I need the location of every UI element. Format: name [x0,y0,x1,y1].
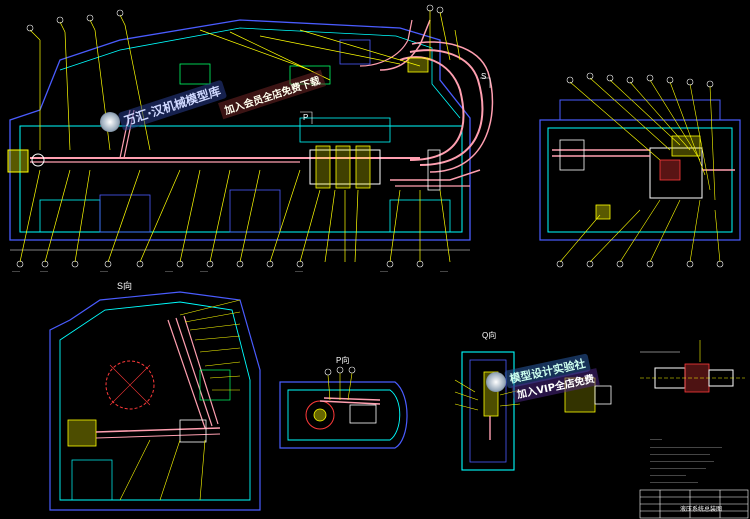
watermark-logo [100,112,120,132]
svg-text:——: —— [12,268,20,273]
svg-text:——: —— [440,268,448,273]
svg-text:——: —— [295,268,303,273]
end-view [539,72,741,268]
s-view-section [49,291,261,511]
p-direction-marker: P [303,113,309,122]
p-view-title: P向 [336,356,350,365]
svg-text:——: —— [100,268,108,273]
title-block-drawing-name: 液压系统总装图 [680,507,723,513]
svg-text:—————————: ————————— [650,472,686,477]
title-block [639,489,749,519]
svg-text:———: ——— [650,436,662,441]
svg-text:——: —— [40,268,48,273]
p-view-section [279,366,408,449]
svg-text:——: —— [165,268,173,273]
svg-text:——: —— [200,268,208,273]
svg-text:————————————————: ———————————————— [650,458,714,463]
svg-text:——————————————————: —————————————————— [650,444,722,449]
svg-text:——: —— [380,268,388,273]
q-view-title: Q向 [482,331,497,340]
s-view-title: S向 [117,281,133,291]
svg-text:————————————: ———————————— [650,479,698,484]
fitting-detail [640,340,745,393]
s-direction-marker: S [481,72,487,81]
main-assembly-view: —— —— —— —— —— —— —— —— [7,4,494,273]
watermark-logo-right [486,372,506,392]
svg-text:———————————————: ——————————————— [650,451,710,456]
technical-notes: ——— —————————————————— ——————————————— —… [650,436,722,484]
svg-text:——————————————: —————————————— [650,465,706,470]
